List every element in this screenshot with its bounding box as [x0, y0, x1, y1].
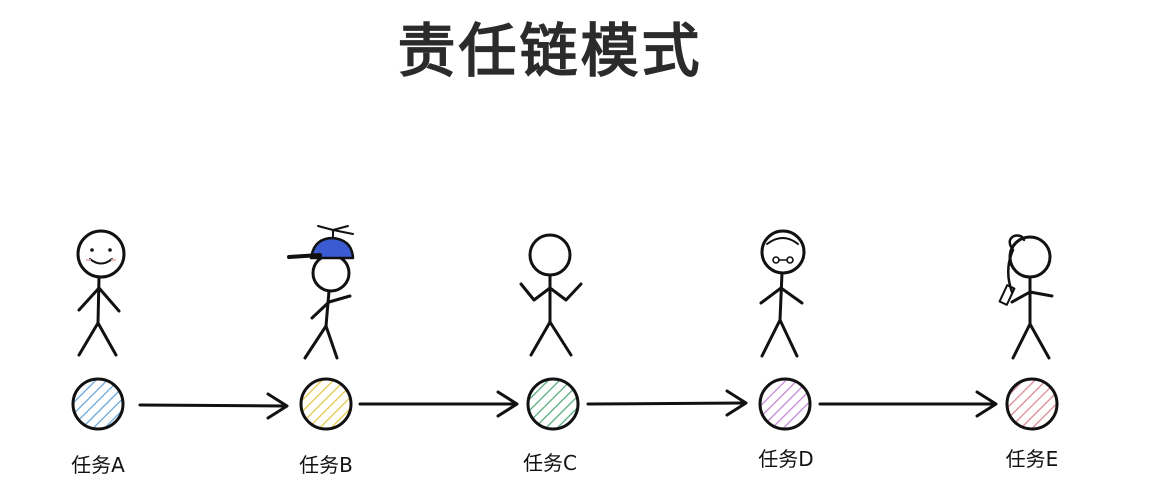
- arrow-a-to-b: [138, 392, 289, 420]
- task-node-d: [758, 377, 812, 431]
- task-node-a: [71, 377, 125, 431]
- task-label-c: 任务C: [523, 451, 577, 475]
- figure-b-head: [311, 253, 351, 293]
- figure-a-smiling: [76, 229, 126, 357]
- task-node-c: [526, 377, 580, 431]
- task-node-e: [1005, 377, 1059, 431]
- task-label-d: 任务D: [758, 447, 814, 471]
- figure-e-head: [1008, 235, 1052, 279]
- task-label-a: 任务A: [71, 453, 125, 477]
- figure-b-propeller-cap: [287, 225, 355, 360]
- figure-a-head: [76, 229, 126, 279]
- task-label-b: 任务B: [299, 453, 353, 477]
- task-node-b: [299, 377, 353, 431]
- task-label-e: 任务E: [1005, 447, 1059, 471]
- arrow-b-to-c: [358, 390, 519, 418]
- diagram-title: 责任链模式: [397, 17, 703, 85]
- figure-c-head: [528, 233, 572, 277]
- arrow-d-to-e: [818, 390, 998, 418]
- arrow-c-to-d: [586, 389, 748, 417]
- figure-c-shrugging: [519, 233, 583, 357]
- figure-e-ponytail: [998, 234, 1054, 360]
- figure-d-glasses: [759, 229, 806, 358]
- ponytail-icon: [1007, 234, 1026, 294]
